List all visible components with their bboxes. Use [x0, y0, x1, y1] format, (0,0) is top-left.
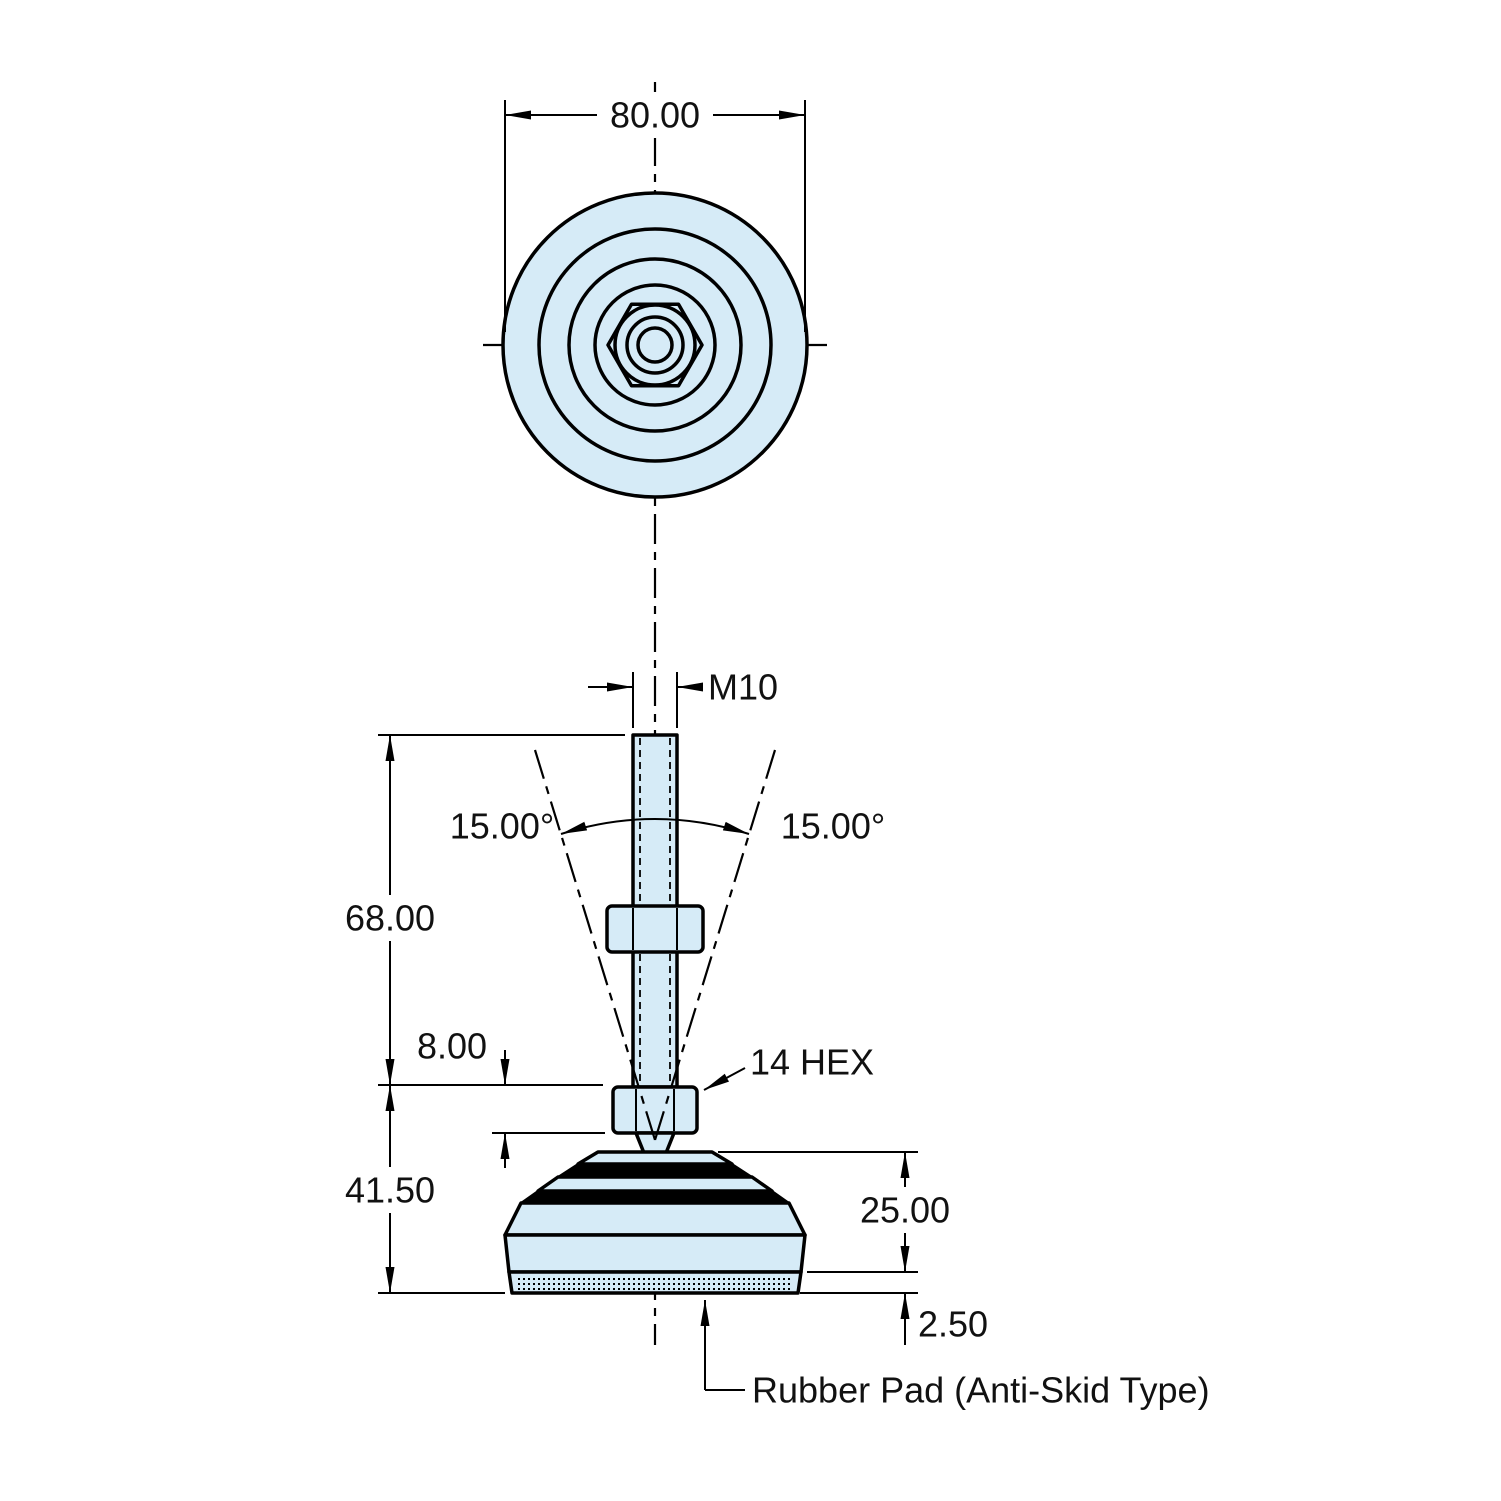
dimension-text-2-5: 2.50: [918, 1304, 988, 1345]
base-step-3: [503, 1201, 807, 1237]
lower-hex-nut: [611, 1085, 699, 1135]
front-view: [503, 733, 807, 1295]
base-step-1: [576, 1150, 734, 1166]
rubber-pad: [507, 1270, 803, 1295]
base-body: [503, 1233, 807, 1274]
dimension-text-8: 8.00: [417, 1026, 487, 1067]
dimension-overall-height: 41.50: [332, 1085, 505, 1294]
angle-arc: [560, 818, 750, 835]
dimension-top-diameter: 80.00: [504, 92, 806, 332]
base-ring-2: [520, 1190, 790, 1204]
jam-nut: [605, 904, 705, 954]
hex-nut-top: [606, 302, 704, 388]
callout-hex: 14 HEX: [703, 1042, 874, 1091]
angle-text-right: 15.00°: [781, 806, 885, 847]
hex-callout-text: 14 HEX: [750, 1042, 874, 1083]
dimension-text-25: 25.00: [860, 1190, 950, 1231]
dimension-nut-height: 8.00: [417, 1026, 605, 1168]
swing-line-right: [653, 749, 777, 1141]
leader-line: [703, 1067, 746, 1091]
angle-text-left: 15.00°: [450, 806, 554, 847]
base-step-circle-2: [567, 257, 743, 433]
text-mask: [332, 895, 448, 941]
dimension-text-68: 68.00: [345, 898, 435, 939]
dimension-thread: M10: [588, 667, 778, 728]
stud-clearance-circle: [625, 315, 685, 375]
nut-chamfer-circle: [613, 303, 697, 387]
base-step-circle-1: [537, 227, 773, 463]
swing-line-left: [533, 749, 657, 1141]
top-view: [501, 191, 809, 499]
text-mask: [847, 1187, 963, 1233]
dimension-pad-thickness: 2.50: [800, 1292, 988, 1345]
rubber-pad-label: Rubber Pad (Anti-Skid Type): [752, 1370, 1210, 1411]
dimension-base-height: 25.00: [718, 1151, 963, 1273]
base-step-2: [536, 1175, 774, 1193]
stud-hole-circle: [636, 326, 674, 364]
text-mask: [332, 1167, 448, 1213]
nut-washer-circle: [593, 283, 717, 407]
dimension-swing-angle: 15.00° 15.00°: [450, 749, 885, 1141]
dimension-text-41-5: 41.50: [345, 1170, 435, 1211]
base-ring-1: [557, 1163, 753, 1178]
callout-rubber-pad: Rubber Pad (Anti-Skid Type): [700, 1300, 1210, 1411]
dimension-stud-length: 68.00: [332, 734, 625, 1086]
dimension-text-m10: M10: [708, 667, 778, 708]
text-mask: [597, 92, 713, 138]
dimension-text-80: 80.00: [610, 95, 700, 136]
